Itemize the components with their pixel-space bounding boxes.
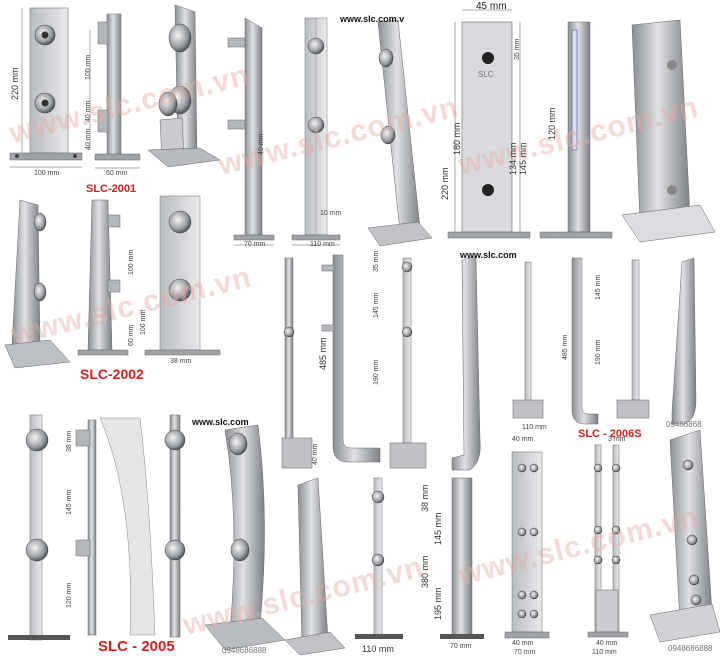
dim-label: 40 mm xyxy=(512,640,534,647)
dim-label: 38 mm xyxy=(170,358,192,365)
dim-label: 38 mm xyxy=(66,430,73,452)
dim-label: 485 mm xyxy=(562,334,569,360)
website-label: www.slc.com.v xyxy=(340,14,405,24)
slc-logo: SLC xyxy=(478,70,494,79)
dim-label: 220 mm xyxy=(440,167,450,200)
dim-label: 100 mm xyxy=(128,249,135,275)
dim-label: 134 mm xyxy=(508,142,518,175)
dim-label: 110 mm xyxy=(522,424,547,431)
dim-label: 70 mm xyxy=(244,241,266,248)
dim-label: 40 mm xyxy=(85,128,92,150)
dim-label: 3 mm xyxy=(608,436,626,443)
product-code: SLC-2002 xyxy=(80,366,144,382)
dim-label: 100 mm xyxy=(85,54,92,80)
website-label: www.slc.com xyxy=(460,250,517,260)
dim-label: 380 mm xyxy=(420,555,430,588)
product-code: SLC - 2005 xyxy=(98,638,175,655)
dim-label: 70 mm xyxy=(514,649,536,656)
website-label: www.slc.com xyxy=(192,417,249,427)
phone-label: 0948686888 xyxy=(668,644,713,653)
dim-label: 45 mm xyxy=(476,1,507,12)
dim-label: 60 mm xyxy=(128,324,135,346)
dim-label: 195 mm xyxy=(433,587,443,620)
dim-label: 10 mm xyxy=(320,210,342,217)
dim-label: 180 mm xyxy=(452,122,462,155)
dim-label: 190 mm xyxy=(373,359,380,385)
dim-label: 145 mm xyxy=(433,512,443,545)
dim-label: 40 mm xyxy=(596,640,618,647)
dim-label: 60 mm xyxy=(106,170,128,177)
dim-label: 120 mm xyxy=(547,107,557,140)
dim-label: 40 mm xyxy=(85,100,92,122)
dim-label: 485 mm xyxy=(318,337,328,370)
dim-label: 190 mm xyxy=(595,339,602,365)
dim-label: 100 mm xyxy=(34,170,60,177)
phone-label: 09486868 xyxy=(666,420,702,429)
dim-label: 110 mm xyxy=(310,241,335,248)
product-code: SLC - 2006S xyxy=(578,428,642,440)
dim-label: 145 mm xyxy=(66,489,73,515)
dim-label: 100 mm xyxy=(140,309,147,335)
product-code: SLC-2001 xyxy=(86,183,137,195)
dim-label: 40 mm xyxy=(258,133,265,155)
dim-label: 110 mm xyxy=(362,644,394,654)
dim-label: 70 mm xyxy=(450,643,472,650)
dim-label: 40 mm xyxy=(512,436,534,443)
dim-label: 220 mm xyxy=(10,67,20,100)
dim-label: 35 mm xyxy=(373,250,380,272)
dim-label: 38 mm xyxy=(420,484,430,512)
phone-label: 0948686888 xyxy=(222,646,267,655)
dim-label: 35 mm xyxy=(514,38,521,60)
dim-label: 120 mm xyxy=(66,582,73,608)
dim-label: 40 mm xyxy=(312,443,319,465)
dim-label: 145 mm xyxy=(518,142,528,175)
dim-label: 145 mm xyxy=(595,274,602,300)
dim-label: 145 mm xyxy=(373,292,380,318)
dim-label: 110 mm xyxy=(592,649,617,656)
